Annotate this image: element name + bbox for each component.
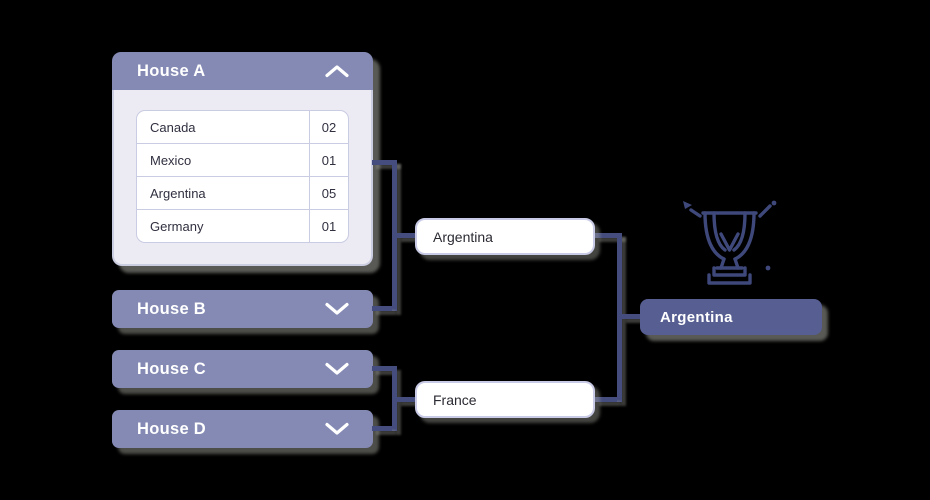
semifinal-top-team: Argentina (433, 228, 493, 245)
bracket-line (372, 426, 392, 431)
table-row: Canada 02 (137, 111, 348, 144)
semifinal-bottom-team: France (433, 391, 477, 408)
house-c-label: House C (137, 359, 207, 378)
champion-box: Argentina (640, 299, 822, 335)
house-c-header[interactable]: House C (112, 350, 373, 388)
bracket-line (595, 233, 622, 238)
team-score: 05 (309, 177, 348, 209)
trophy-icon (683, 200, 777, 285)
bracket-line (392, 366, 397, 431)
bracket-line (397, 397, 415, 402)
chevron-down-icon (325, 422, 349, 435)
semifinal-bottom-team-box[interactable]: France (415, 381, 595, 418)
team-score: 01 (309, 144, 348, 176)
table-row: Germany 01 (137, 210, 348, 242)
bracket-line (397, 233, 415, 238)
champion-name: Argentina (660, 308, 733, 326)
bracket-line (372, 160, 397, 165)
house-a-header[interactable]: House A (112, 52, 373, 90)
house-b-label: House B (137, 299, 207, 318)
team-name: Argentina (150, 185, 206, 201)
team-name: Canada (150, 119, 196, 135)
bracket-line (392, 160, 397, 311)
team-score: 02 (309, 111, 348, 143)
bracket-line (372, 306, 392, 311)
table-row: Argentina 05 (137, 177, 348, 210)
team-name: Mexico (150, 152, 192, 168)
bracket-line (372, 366, 392, 371)
semifinal-top-team-box[interactable]: Argentina (415, 218, 595, 255)
chevron-up-icon (325, 65, 349, 78)
bracket-line (622, 314, 640, 319)
house-a-body: Canada 02 Mexico 01 Argentina 05 Germany… (112, 90, 373, 266)
table-row: Mexico 01 (137, 144, 348, 177)
house-d-header[interactable]: House D (112, 410, 373, 448)
chevron-down-icon (325, 362, 349, 375)
house-a-panel: House A Canada 02 Mexico 01 Argentina 05 (112, 52, 373, 266)
house-a-results-table: Canada 02 Mexico 01 Argentina 05 Germany… (136, 110, 349, 243)
bracket-line (617, 233, 622, 402)
chevron-down-icon (325, 302, 349, 315)
team-name: Germany (150, 219, 204, 234)
house-b-header[interactable]: House B (112, 290, 373, 328)
team-score: 01 (309, 210, 348, 242)
house-d-label: House D (137, 419, 207, 438)
house-a-label: House A (137, 61, 206, 80)
bracket-line (595, 397, 617, 402)
